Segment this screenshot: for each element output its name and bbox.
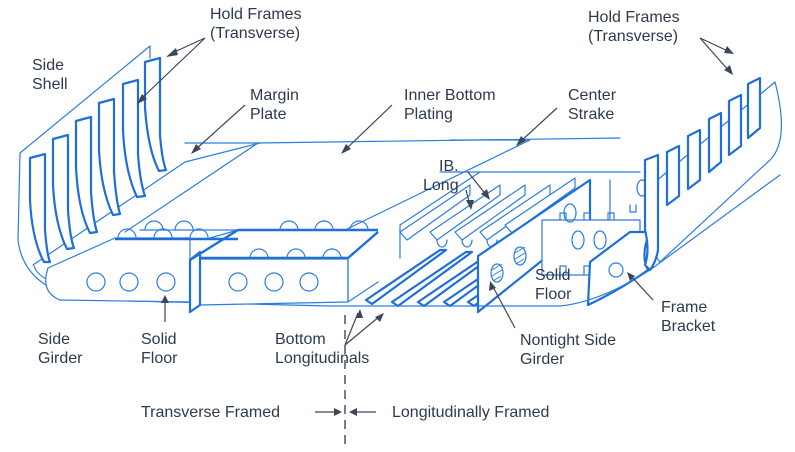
longitudinal-section xyxy=(329,171,781,314)
left-hold-frames xyxy=(28,56,168,264)
label-margin-plate: Margin Plate xyxy=(250,87,299,123)
label-transverse-framed: Transverse Framed xyxy=(141,404,280,421)
left-solid-floor-block xyxy=(45,220,239,303)
label-inner-bottom-plating: Inner Bottom Plating xyxy=(404,87,496,123)
label-frame-bracket: Frame Bracket xyxy=(661,299,716,335)
label-longitudinally-framed: Longitudinally Framed xyxy=(392,404,550,421)
label-side-girder: Side Girder xyxy=(38,331,83,367)
label-hold-frames-right: Hold Frames (Transverse) xyxy=(588,9,680,45)
label-side-shell: Side Shell xyxy=(32,57,68,93)
center-solid-floor-block xyxy=(188,220,379,314)
inner-bottom-plating xyxy=(124,137,641,233)
label-ib-long: IB. Long xyxy=(423,158,459,194)
label-nontight-side-girder: Nontight Side Girder xyxy=(520,332,617,368)
label-hold-frames-left: Hold Frames (Transverse) xyxy=(210,6,302,42)
label-bottom-longitudinals: Bottom Longitudinals xyxy=(275,331,370,367)
right-side-shell xyxy=(643,76,782,272)
label-solid-floor-right: Solid Floor xyxy=(535,267,572,303)
label-center-strake: Center Strake xyxy=(568,87,617,123)
label-solid-floor-left: Solid Floor xyxy=(141,331,178,367)
annotation-arrows xyxy=(137,37,734,447)
